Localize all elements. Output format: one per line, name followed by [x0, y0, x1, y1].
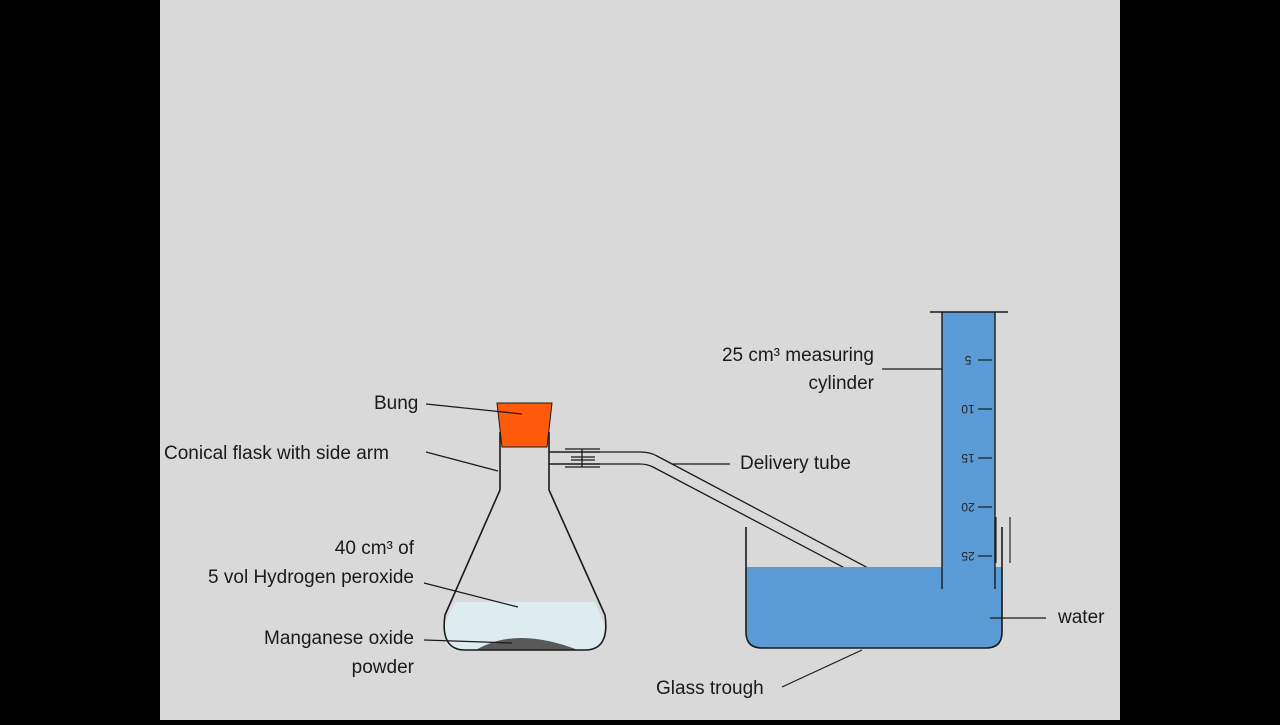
scale-label: 25: [961, 549, 975, 563]
scale-label: 15: [961, 451, 975, 465]
label-peroxide-line2: 5 vol Hydrogen peroxide: [208, 567, 414, 588]
cylinder-outline: [930, 311, 1008, 589]
label-bung: Bung: [374, 393, 418, 414]
leader-flask: [425, 451, 499, 472]
label-mno2-line2: powder: [352, 657, 415, 678]
leader-trough: [781, 649, 863, 688]
label-flask: Conical flask with side arm: [164, 443, 389, 464]
peroxide-liquid: [443, 602, 605, 650]
trough-water: [746, 567, 1002, 648]
trough-outline: [745, 527, 1003, 649]
glass-trough: [745, 527, 1003, 649]
label-glass-trough: Glass trough: [656, 678, 764, 699]
leader-lines: [423, 368, 1046, 688]
label-delivery-tube: Delivery tube: [740, 453, 851, 474]
labels: Bung Conical flask with side arm 40 cm³ …: [164, 345, 1105, 699]
slide: 5 10 15 20 25 Bung Conical flask with side a…: [160, 0, 1120, 720]
leader-powder: [423, 639, 513, 644]
label-mno2-line1: Manganese oxide: [264, 628, 414, 649]
manganese-oxide-powder: [476, 638, 578, 650]
scale-label: 20: [961, 500, 975, 514]
scale-label: 5: [964, 353, 971, 367]
leader-peroxide: [423, 582, 519, 608]
label-cylinder-line1: 25 cm³ measuring: [722, 345, 874, 366]
scale-label: 10: [961, 402, 975, 416]
cylinder-water: [942, 312, 995, 589]
flask-side-arm: [549, 451, 600, 465]
apparatus-diagram: 5 10 15 20 25 Bung Conical flask with side a…: [164, 311, 1105, 699]
label-peroxide-line1: 40 cm³ of: [335, 538, 415, 559]
bung: [496, 402, 553, 448]
label-water: water: [1057, 607, 1105, 628]
leader-bung: [425, 403, 523, 415]
measuring-cylinder: 5 10 15 20 25: [930, 311, 1011, 589]
cylinder-scale: 5 10 15 20 25: [961, 353, 1011, 563]
label-cylinder-line2: cylinder: [809, 373, 875, 394]
flask-outline: [443, 432, 607, 651]
conical-flask: [443, 432, 607, 651]
